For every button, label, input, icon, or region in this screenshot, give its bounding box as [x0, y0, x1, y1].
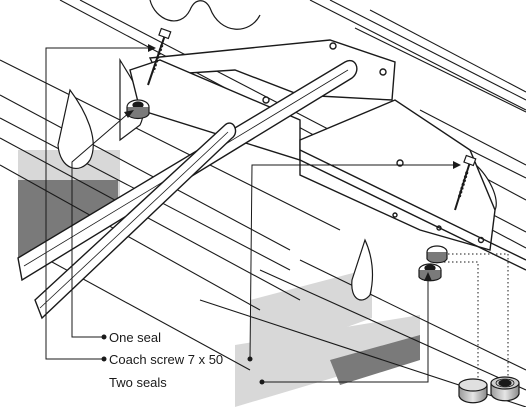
- batten-bottom-dark: [330, 335, 420, 385]
- coach-screw-left-thread: [151, 44, 164, 73]
- dotted-guides: [444, 253, 509, 378]
- coach-screw-right-thread: [457, 171, 469, 199]
- rail-cross: [299, 149, 526, 261]
- bracket-hole: [262, 96, 270, 104]
- bracket-plate-right: [299, 99, 496, 251]
- tile-line: [354, 27, 526, 113]
- dotted-guide-right: [448, 253, 509, 376]
- detached-seal-right-hole: [498, 379, 512, 387]
- rail-second-highlight: [39, 131, 229, 309]
- roof-battens: [18, 150, 420, 407]
- coach-screws: [147, 27, 477, 211]
- tile-line: [0, 164, 261, 311]
- tile-line: [419, 109, 526, 166]
- bracket-hole: [329, 42, 337, 50]
- tile-line: [369, 9, 526, 93]
- arrow-two-seals: [424, 272, 432, 281]
- detached-seal-right-hole-ring: [495, 378, 515, 388]
- arrow-one-seal: [124, 110, 134, 118]
- callout-coach-screw: Coach screw 7 x 50: [109, 352, 224, 367]
- leader-dot: [247, 356, 253, 362]
- leader-coach-screw: [45, 47, 150, 360]
- tile-line: [0, 94, 291, 251]
- rail-cross: [299, 159, 526, 271]
- bracket-hole: [392, 212, 398, 218]
- screw-head-right: [463, 154, 477, 167]
- tile-line: [309, 0, 526, 111]
- detached-seal-left-top: [458, 378, 488, 392]
- coach-screw-left: [147, 34, 166, 86]
- tile-line: [259, 269, 526, 391]
- tile-line: [0, 59, 341, 231]
- batten-bottom: [235, 315, 420, 407]
- arrow-screw-left: [148, 44, 156, 52]
- leader-dot: [101, 356, 107, 362]
- leader-dot: [259, 379, 265, 385]
- callout-leaders: [45, 47, 455, 385]
- leader-arrows: [124, 44, 461, 281]
- mounting-rails: [17, 59, 526, 320]
- tile-wave-left: [57, 88, 94, 170]
- leader-dot: [101, 334, 107, 340]
- coach-screw-right: [454, 161, 471, 211]
- tile-line: [329, 0, 526, 101]
- screw-head-left: [158, 27, 172, 40]
- leader-two-seals: [262, 278, 429, 383]
- callout-two-seals: Two seals: [109, 375, 167, 390]
- tile-wave-right: [351, 238, 374, 301]
- bracket-hole: [379, 68, 387, 76]
- leader-coach-screw-right: [249, 164, 455, 360]
- tile-wave-top: [149, 0, 261, 30]
- seal-two-upper-body: [426, 252, 448, 264]
- tile-line: [299, 259, 526, 371]
- callout-one-seal: One seal: [109, 330, 162, 345]
- batten-left-lower: [18, 180, 118, 262]
- tile-line: [0, 137, 301, 301]
- leader-one-seal: [71, 111, 131, 338]
- detached-seals: [458, 376, 520, 404]
- arrow-screw-right: [453, 161, 461, 169]
